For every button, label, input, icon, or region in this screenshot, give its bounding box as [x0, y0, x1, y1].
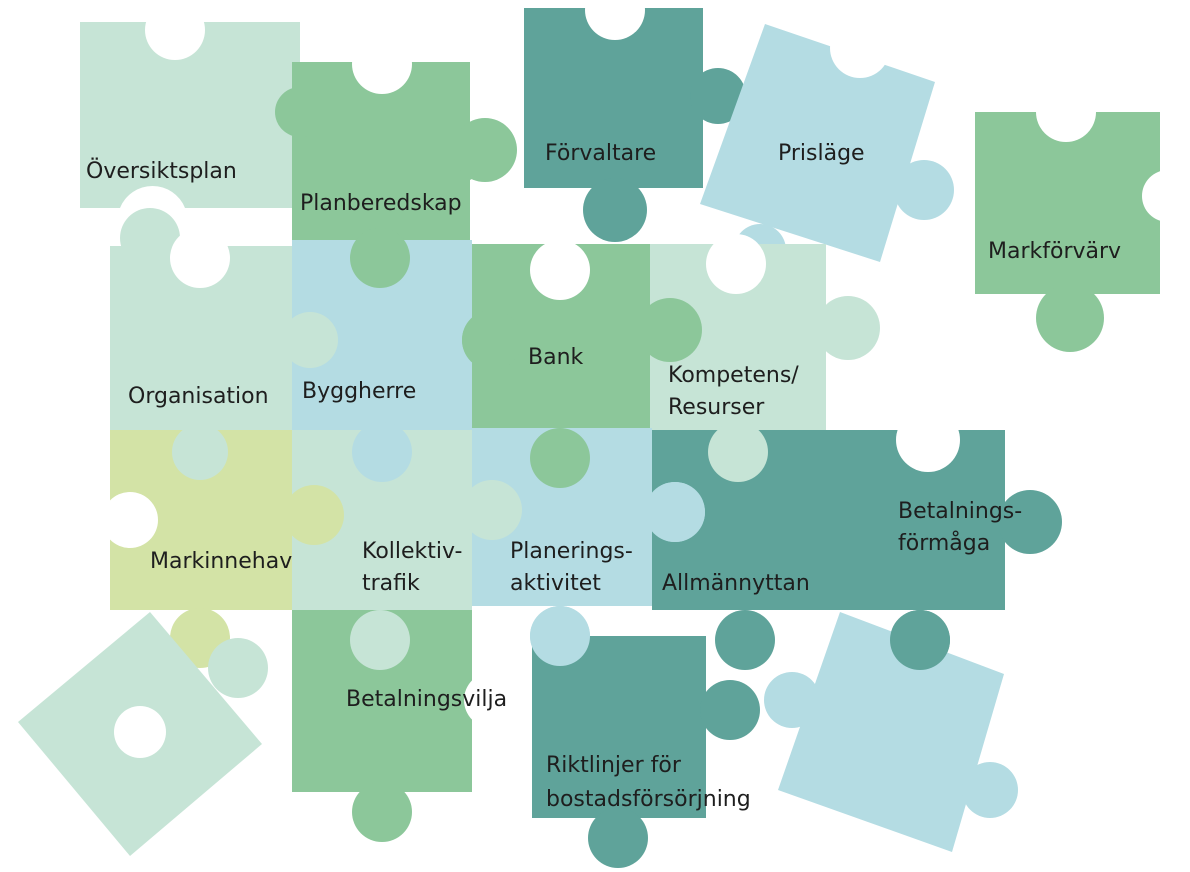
- label-kompetens-line1: Kompetens/: [668, 363, 799, 388]
- label-planeringsaktivitet: Planerings- aktivitet: [510, 539, 640, 596]
- piece-betalningsvilja: Betalningsvilja: [292, 610, 520, 842]
- piece-markforvarv: Markförvärv: [975, 82, 1190, 352]
- piece-bottom-right-blank: [764, 610, 1018, 852]
- label-planeringsaktivitet-line1: Planerings-: [510, 539, 633, 564]
- label-organisation: Organisation: [128, 384, 269, 409]
- label-kollektivtrafik: Kollektiv- trafik: [362, 539, 469, 596]
- label-allmannyttan: Allmännyttan: [662, 571, 810, 596]
- label-riktlinjer: Riktlinjer för bostadsförsörjning: [546, 753, 751, 812]
- piece-forvaltare: Förvaltare: [524, 0, 746, 242]
- label-bank: Bank: [528, 345, 584, 370]
- label-kompetens-line2: Resurser: [668, 395, 765, 420]
- label-markinnehav: Markinnehav: [150, 549, 292, 574]
- piece-planberedskap: Planberedskap: [275, 34, 517, 288]
- label-betalningsvilja: Betalningsvilja: [346, 687, 507, 712]
- label-byggherre: Byggherre: [302, 379, 416, 404]
- label-riktlinjer-line1: Riktlinjer för: [546, 753, 682, 778]
- label-forvaltare: Förvaltare: [545, 141, 656, 166]
- label-oversiktsplan: Översiktsplan: [86, 158, 237, 184]
- label-markforvarv: Markförvärv: [988, 239, 1121, 264]
- piece-riktlinjer: Riktlinjer för bostadsförsörjning: [530, 606, 760, 868]
- label-kompetens: Kompetens/ Resurser: [668, 363, 806, 420]
- label-betalningsformaga-line1: Betalnings-: [898, 499, 1022, 524]
- label-riktlinjer-line2: bostadsförsörjning: [546, 787, 751, 812]
- label-prislage: Prisläge: [778, 141, 865, 166]
- label-planberedskap: Planberedskap: [300, 191, 462, 216]
- label-betalningsformaga: Betalnings- förmåga: [898, 499, 1029, 556]
- piece-oversiktsplan: Översiktsplan: [80, 0, 314, 268]
- label-kollektivtrafik-line1: Kollektiv-: [362, 539, 462, 564]
- label-betalningsformaga-line2: förmåga: [898, 530, 990, 556]
- label-kollektivtrafik-line2: trafik: [362, 571, 420, 596]
- label-planeringsaktivitet-line2: aktivitet: [510, 571, 601, 596]
- piece-bottom-left-blank: [18, 612, 268, 856]
